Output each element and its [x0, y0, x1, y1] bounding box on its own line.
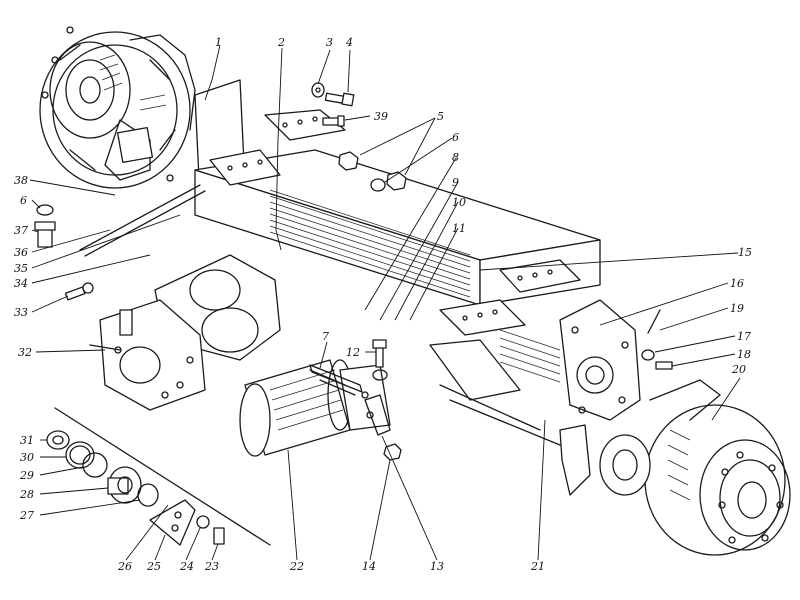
callout-9: 9 [452, 176, 459, 189]
callout-39: 39 [374, 110, 388, 123]
callout-6-left: 6 [20, 194, 27, 207]
callout-12: 12 [346, 346, 360, 359]
callout-7: 7 [322, 330, 329, 343]
callout-26: 26 [117, 560, 132, 573]
callout-4: 4 [345, 36, 353, 49]
callout-6-right: 6 [452, 131, 459, 144]
callout-32: 32 [18, 346, 32, 359]
callout-20: 20 [731, 363, 746, 376]
callout-3: 3 [326, 36, 333, 49]
callout-16: 16 [730, 277, 744, 290]
callout-10: 10 [452, 196, 466, 209]
callout-38: 38 [14, 174, 28, 187]
fasteners [34, 82, 673, 461]
callout-33: 33 [14, 306, 28, 319]
callout-8: 8 [452, 151, 459, 164]
callout-36: 36 [14, 246, 28, 259]
callout-13: 13 [430, 560, 444, 573]
callout-37: 37 [14, 224, 28, 237]
callout-22: 22 [289, 560, 304, 573]
callout-1: 1 [215, 36, 222, 49]
callout-11: 11 [452, 222, 466, 235]
callout-19: 19 [730, 302, 744, 315]
callout-23: 23 [204, 560, 219, 573]
drive-motor-gearbox [89, 254, 281, 411]
callout-17: 17 [737, 330, 751, 343]
seal-kit-parts [46, 407, 271, 546]
callout-15: 15 [738, 246, 752, 259]
callout-14: 14 [362, 560, 376, 573]
callout-29: 29 [19, 469, 34, 482]
callout-24: 24 [179, 560, 194, 573]
right-knuckle-plate [559, 299, 641, 421]
axle-beam [194, 79, 601, 446]
callout-35: 35 [14, 262, 28, 275]
electric-motor [239, 359, 391, 457]
callout-30: 30 [20, 451, 34, 464]
callout-5: 5 [437, 110, 444, 123]
callout-2: 2 [277, 36, 285, 49]
callout-25: 25 [146, 560, 161, 573]
callout-31: 31 [20, 434, 34, 447]
callout-leaders [29, 44, 741, 561]
callout-labels: 1 2 3 4 39 5 6 8 9 10 11 15 16 19 17 18 … [14, 36, 752, 573]
callout-18: 18 [737, 348, 751, 361]
callout-27: 27 [19, 509, 34, 522]
left-brake-drum [39, 26, 196, 189]
callout-34: 34 [14, 277, 28, 290]
callout-21: 21 [530, 560, 545, 573]
callout-28: 28 [19, 488, 34, 501]
right-brake-drum [559, 379, 791, 556]
